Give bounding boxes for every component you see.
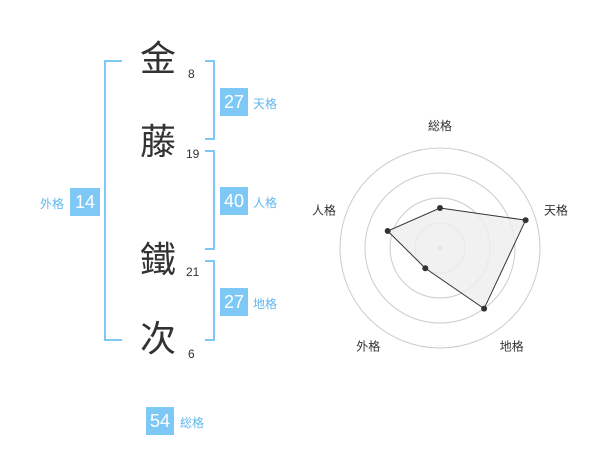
chi-label: 地格 — [253, 297, 278, 311]
name-char-1: 金 — [140, 39, 177, 80]
radar-point-5 — [384, 228, 391, 235]
name-char-4-strokes: 6 — [188, 347, 195, 361]
sou-label: 総格 — [180, 416, 205, 430]
radar-series-polygon — [386, 207, 527, 310]
radar-point-2 — [522, 217, 529, 224]
name-char-4: 次 — [140, 319, 177, 360]
gai-label: 外格 — [40, 197, 65, 211]
sou-value-badge: 54 — [146, 407, 174, 435]
radar-point-1 — [437, 205, 443, 211]
name-char-3: 鐵 — [140, 240, 177, 281]
jin-label: 人格 — [253, 196, 278, 210]
ten-bracket — [205, 60, 215, 140]
ten-label: 天格 — [253, 97, 278, 111]
name-char-3-strokes: 21 — [186, 265, 200, 279]
radar-axis-label-1: 総格 — [428, 118, 452, 133]
name-char-1-strokes: 8 — [188, 67, 195, 81]
ten-value-badge: 27 — [220, 88, 248, 116]
chi-bracket — [205, 260, 215, 341]
chi-value-badge: 27 — [220, 288, 248, 316]
radar-axis-label-3: 地格 — [500, 339, 524, 354]
name-char-2-strokes: 19 — [186, 147, 200, 161]
name-char-2: 藤 — [140, 122, 177, 163]
jin-bracket — [205, 150, 215, 250]
radar-axis-label-5: 人格 — [312, 202, 336, 217]
gai-value-badge: 14 — [70, 188, 100, 216]
radar-point-3 — [481, 305, 488, 312]
radar-ring-3 — [364, 172, 516, 324]
jin-value-badge: 40 — [220, 187, 248, 215]
radar-ring-4 — [339, 147, 541, 349]
radar-axis-label-4: 外格 — [356, 339, 380, 354]
radar-point-4 — [422, 265, 429, 272]
radar-axis-label-2: 天格 — [544, 202, 568, 217]
outer-bracket — [104, 60, 122, 341]
